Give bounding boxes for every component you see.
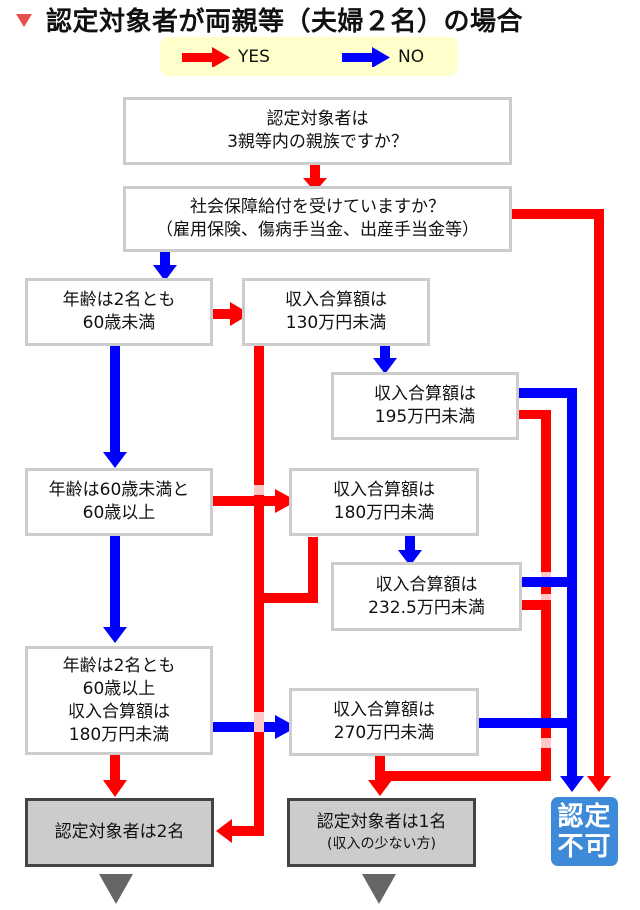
node-age-mixed: 年齢は60歳未満と 60歳以上 [25,468,213,536]
arrow-age-under60-yes-to-income130 [210,302,250,326]
legend-yes: YES [182,37,270,76]
result-text-line: 不可 [557,831,612,862]
arrow-age-over60-yes-to-two-persons [103,754,127,797]
line-income130-yes-to-two-persons [216,344,264,843]
continue-down-icon [99,874,133,904]
node-social-benefit-question: 社会保障給付を受けていますか？ （雇用保険、傷病手当金、出産手当金等） [123,186,512,252]
node-text-line: 270万円未満 [333,723,435,743]
line-income180-yes-to-two-persons [254,537,318,603]
line-q2-yes-to-ng [509,209,611,792]
arrow-q2-no-to-age-under60 [153,251,177,281]
node-text-line: 130万円未満 [285,313,387,333]
legend-no: NO [342,37,424,76]
node-text-line: 年齢は2名とも [62,290,176,310]
node-text-line: 195万円未満 [374,407,476,427]
node-text-line: 年齢は2名とも [62,655,176,676]
node-relative-question: 認定対象者は 3親等内の親族ですか？ [123,97,512,165]
result-text: 認定対象者は1名 [316,812,447,832]
continue-down-icon [362,874,396,904]
node-text-line: 3親等内の親族ですか？ [227,132,408,152]
node-text-line: （雇用保険、傷病手当金、出産手当金等） [156,220,479,240]
node-text-line: 年齢は60歳未満と [48,480,190,500]
node-text-line: 60歳以上 [82,678,156,699]
node-text-line: 180万円未満 [333,503,435,523]
result-not-approved: 認定 不可 [551,797,618,866]
result-two-persons: 認定対象者は2名 [25,798,214,867]
line-income232-yes-to-one-person [518,600,551,610]
arrow-age-mixed-yes-to-income180 [210,489,297,513]
red-arrow-icon [182,46,230,67]
arrow-age-over60-no-to-income270 [210,715,297,739]
node-text-line: 180万円未満 [68,724,170,745]
node-income-232-5: 収入合算額は 232.5万円未満 [331,562,522,631]
node-text-line: 収入合算額は [333,700,435,720]
node-text-line: 認定対象者は [266,109,369,129]
arrow-income180-no-to-income232 [398,535,422,566]
legend-yes-label: YES [238,46,270,67]
page-title-text: 認定対象者が両親等（夫婦２名）の場合 [46,6,524,37]
node-text-line: 232.5万円未満 [368,597,485,618]
line-income270-yes-to-one-person [368,754,551,796]
line-income232-no-to-ng [518,577,577,587]
node-text-line: 収入合算額は [285,290,387,310]
node-income-130: 収入合算額は 130万円未満 [242,278,430,346]
legend-no-label: NO [398,46,425,67]
arrow-q1-to-q2 [303,165,327,192]
result-one-person: 認定対象者は1名 (収入の少ない方) [287,798,476,867]
triangle-marker-icon [16,13,32,27]
node-income-195: 収入合算額は 195万円未満 [331,372,519,440]
node-text-line: 収入合算額は [374,384,476,404]
legend: YES NO [160,37,458,76]
node-income-270: 収入合算額は 270万円未満 [289,688,479,756]
node-age-both-under60: 年齢は2名とも 60歳未満 [25,278,213,346]
line-income270-no-to-ng [478,718,577,728]
node-text-line: 収入合算額は [375,574,478,595]
node-text-line: 収入合算額は [68,701,170,722]
result-text: 認定対象者は2名 [54,822,185,842]
arrow-age-mixed-no-to-age-over60 [103,535,127,643]
node-text-line: 社会保障給付を受けていますか？ [190,197,445,217]
result-note: (収入の少ない方) [327,836,436,852]
page-title: 認定対象者が両親等（夫婦２名）の場合 [16,2,524,37]
arrow-age-under60-no-to-age-mixed [103,346,127,468]
node-text-line: 60歳未満 [82,313,156,333]
arrow-income130-no-to-income195 [373,344,397,374]
node-age-both-over60: 年齢は2名とも 60歳以上 収入合算額は 180万円未満 [25,646,213,755]
result-text-line: 認定 [557,801,612,832]
blue-arrow-icon [342,46,390,67]
node-text-line: 60歳以上 [82,503,156,523]
node-income-180: 収入合算額は 180万円未満 [289,468,479,536]
node-text-line: 収入合算額は [333,480,435,500]
